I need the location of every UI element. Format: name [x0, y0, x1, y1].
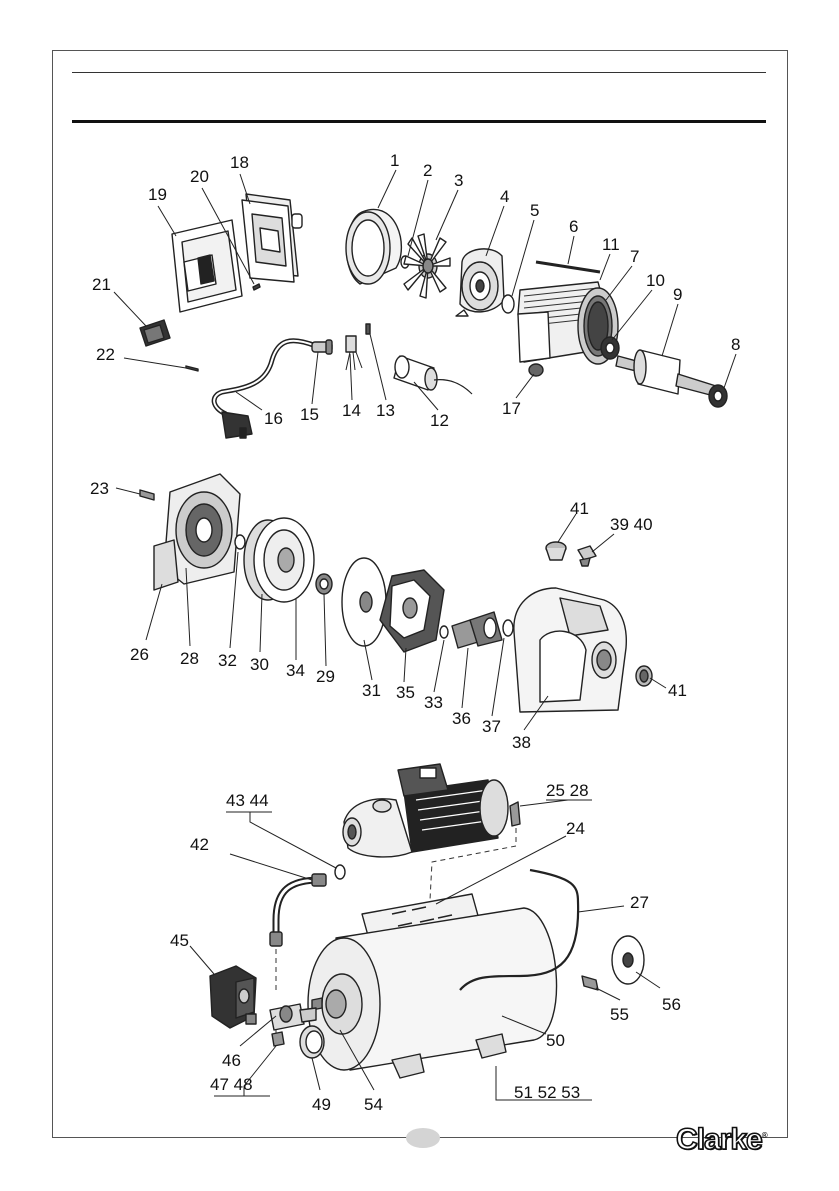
label-1: 1	[390, 151, 399, 170]
label-45: 45	[170, 931, 189, 950]
label-20: 20	[190, 167, 209, 186]
label-25-28: 25 28	[546, 781, 589, 800]
label-31: 31	[362, 681, 381, 700]
label-26: 26	[130, 645, 149, 664]
label-56: 56	[662, 995, 681, 1014]
part-cover-disc	[612, 936, 644, 984]
label-35: 35	[396, 683, 415, 702]
label-2: 2	[423, 161, 432, 180]
label-49: 49	[312, 1095, 331, 1114]
part-screw-13	[366, 324, 370, 334]
part-screw-22	[186, 366, 198, 371]
label-24: 24	[566, 819, 585, 838]
part-end-bracket	[456, 249, 504, 316]
label-16: 16	[264, 409, 283, 428]
part-plug-41-top	[546, 542, 566, 560]
part-capacitor	[394, 356, 472, 394]
label-43-44: 43 44	[226, 791, 269, 810]
part-fan-cover	[346, 209, 401, 284]
label-13: 13	[376, 401, 395, 420]
label-18: 18	[230, 153, 249, 172]
label-8: 8	[731, 335, 740, 354]
label-5: 5	[530, 201, 539, 220]
label-51-52-53: 51 52 53	[514, 1083, 580, 1102]
part-nut	[529, 364, 543, 376]
label-3: 3	[454, 171, 463, 190]
part-pressure-switch	[210, 966, 256, 1028]
label-17: 17	[502, 399, 521, 418]
page-number-oval	[406, 1128, 440, 1148]
label-11: 11	[602, 235, 620, 254]
label-19: 19	[148, 185, 167, 204]
part-seal-32	[235, 535, 245, 549]
part-cable-gland	[312, 340, 332, 354]
label-29: 29	[316, 667, 335, 686]
label-37: 37	[482, 717, 501, 736]
label-27: 27	[630, 893, 649, 912]
label-23: 23	[90, 479, 109, 498]
part-bolt-2528	[510, 802, 520, 826]
label-6: 6	[569, 217, 578, 236]
logo-text: Clarke	[676, 1123, 762, 1156]
label-32: 32	[218, 651, 237, 670]
part-bearing-8	[709, 385, 727, 407]
part-plug-41-side	[636, 666, 652, 686]
part-washer-4344	[335, 865, 345, 879]
label-34: 34	[286, 661, 305, 680]
label-21: 21	[92, 275, 111, 294]
part-venturi	[452, 612, 502, 648]
part-pump-bracket	[154, 474, 240, 590]
label-9: 9	[673, 285, 682, 304]
logo-registered-mark: ®	[762, 1131, 767, 1140]
part-impeller-disc	[342, 558, 386, 646]
label-33: 33	[424, 693, 443, 712]
part-nipple-4748	[272, 1032, 284, 1046]
part-bolt-55	[582, 976, 598, 990]
label-30: 30	[250, 655, 269, 674]
label-50: 50	[546, 1031, 565, 1050]
part-terminal-cover	[242, 194, 302, 282]
part-o-ring-37	[503, 620, 513, 636]
label-42: 42	[190, 835, 209, 854]
part-nipple	[578, 546, 596, 566]
label-47-48: 47 48	[210, 1075, 253, 1094]
label-14: 14	[342, 401, 361, 420]
label-22: 22	[96, 345, 115, 364]
label-10: 10	[646, 271, 665, 290]
label-46: 46	[222, 1051, 241, 1070]
label-28: 28	[180, 649, 199, 668]
label-36: 36	[452, 709, 471, 728]
part-bolt-23	[140, 490, 154, 500]
part-switch-box	[172, 220, 242, 312]
label-7: 7	[630, 247, 639, 266]
part-screw-20	[253, 284, 260, 290]
part-o-ring-5	[502, 295, 514, 313]
part-terminal	[346, 336, 362, 370]
part-bearing-10	[601, 337, 619, 359]
label-38: 38	[512, 733, 531, 752]
part-rotor	[616, 350, 716, 396]
label-54: 54	[364, 1095, 383, 1114]
part-impeller	[380, 570, 444, 652]
part-pump-housing	[514, 588, 626, 712]
label-41-side: 41	[668, 681, 687, 700]
label-15: 15	[300, 405, 319, 424]
part-pressure-gauge	[300, 1026, 324, 1058]
part-flexi-hose	[270, 874, 326, 946]
part-pressure-tank	[308, 908, 557, 1070]
label-41-top: 41	[570, 499, 589, 518]
part-o-ring-33	[440, 626, 448, 638]
part-bush	[316, 574, 332, 594]
part-diffuser	[244, 518, 314, 602]
label-39-40: 39 40	[610, 515, 653, 534]
label-55: 55	[610, 1005, 629, 1024]
clarke-logo: Clarke®	[676, 1123, 767, 1157]
part-assembled-pump	[343, 764, 508, 857]
label-4: 4	[500, 187, 509, 206]
label-12: 12	[430, 411, 449, 430]
